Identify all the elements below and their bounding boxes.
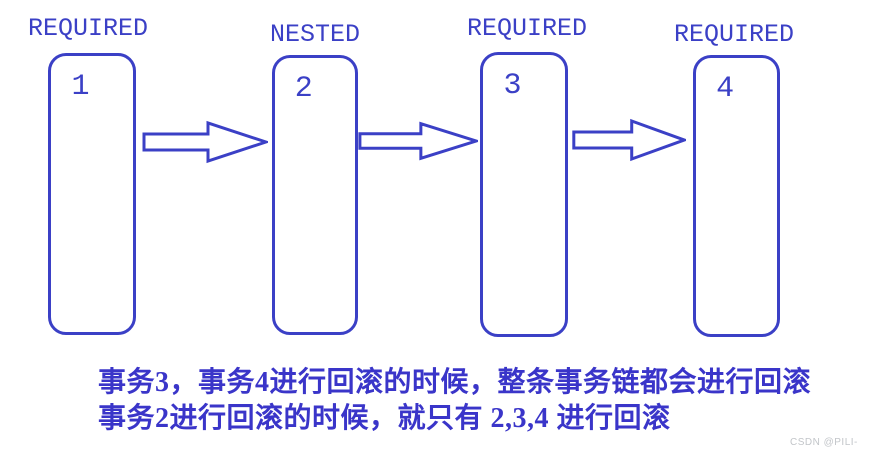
propagation-label-3: REQUIRED [466,14,588,43]
transaction-box-3: 3 [480,52,568,337]
block-arrow-right-icon [572,117,686,163]
transaction-number-1: 1 [71,70,90,104]
propagation-label-1: REQUIRED [27,14,149,43]
transaction-box-2: 2 [272,55,358,335]
caption-line-2: 事务2进行回滚的时候，就只有 2,3,4 进行回滚 [98,403,671,434]
propagation-label-2: NESTED [269,20,360,49]
watermark-text: CSDN @PILI- [790,437,858,448]
transaction-box-4: 4 [693,55,780,337]
transaction-box-1: 1 [48,53,136,335]
block-arrow-right-icon [142,119,268,165]
propagation-label-4: REQUIRED [673,20,795,49]
transaction-number-4: 4 [716,72,735,106]
caption-line-1: 事务3，事务4进行回滚的时候，整条事务链都会进行回滚 [98,367,812,398]
transaction-number-2: 2 [294,72,313,106]
block-arrow-right-icon [358,120,478,162]
transaction-number-3: 3 [503,69,522,103]
